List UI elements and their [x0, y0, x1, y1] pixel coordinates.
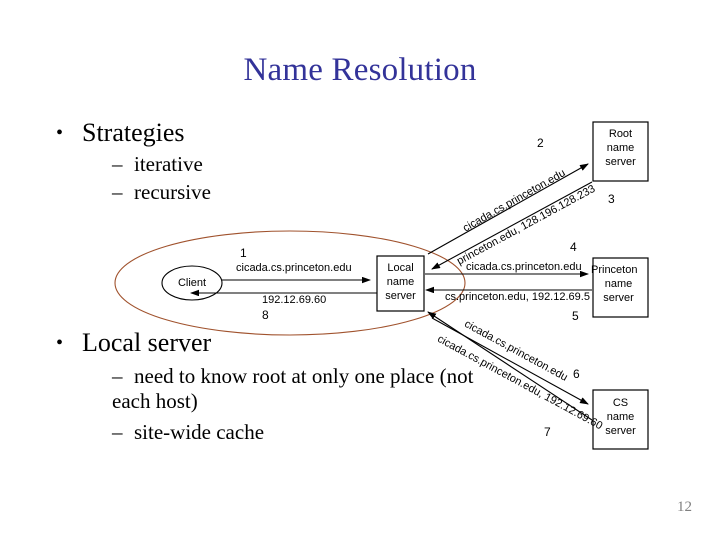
step-number-2: 2 [537, 136, 544, 150]
arrow-step-3 [431, 181, 593, 270]
arrow-step-7 [427, 311, 593, 421]
root-name-server-line3: server [605, 156, 636, 168]
bullet-site-cache: –site-wide cache [112, 420, 264, 445]
bullet-dot-icon: • [56, 122, 64, 144]
bullet-local-server-label: Local server [82, 328, 212, 357]
arrow-step-6 [431, 317, 589, 405]
message-label-5: cs.princeton.edu, 192.12.69.5 [445, 291, 590, 303]
princeton-name-server-box [592, 257, 649, 318]
root-name-server-line2: name [606, 142, 635, 154]
bullet-need-root-label: need to know root at only one place (not… [112, 364, 474, 413]
dash-icon: – [112, 364, 123, 388]
client-node-label: Client [177, 277, 207, 289]
dash-icon: – [112, 420, 123, 444]
message-label-8: 192.12.69.60 [262, 294, 327, 306]
local-name-server-box [376, 255, 425, 312]
cs-name-server-line2: name [606, 411, 635, 423]
bullet-site-cache-label: site-wide cache [134, 420, 265, 444]
root-name-server-label: Root name server [593, 127, 648, 169]
bullet-recursive-label: recursive [134, 180, 211, 204]
root-name-server-box [592, 121, 649, 182]
cs-name-server-line1: CS [612, 397, 629, 409]
arrow-step-2 [427, 163, 589, 255]
bullet-local-server: • Local server [56, 328, 211, 358]
step-number-1: 1 [240, 246, 247, 260]
message-label-1: cicada.cs.princeton.edu [236, 262, 352, 274]
root-name-server-line1: Root [608, 128, 633, 140]
bullet-need-root: –need to know root at only one place (no… [112, 364, 482, 414]
bullet-strategies-label: Strategies [82, 118, 185, 147]
step-number-5: 5 [572, 309, 579, 323]
step-number-6: 6 [573, 367, 580, 381]
bullet-strategies: • Strategies [56, 118, 185, 148]
bullet-iterative-label: iterative [134, 152, 203, 176]
princeton-name-server-line1: Princeton [591, 264, 638, 276]
princeton-name-server-line2: name [604, 278, 633, 290]
dash-icon: – [112, 180, 123, 204]
step-number-3: 3 [608, 192, 615, 206]
local-domain-ellipse [114, 230, 466, 336]
message-label-4: cicada.cs.princeton.edu [466, 261, 582, 273]
step-number-7: 7 [544, 425, 551, 439]
dash-icon: – [112, 152, 123, 176]
bullet-iterative: –iterative [112, 152, 203, 177]
step-number-8: 8 [262, 308, 269, 322]
client-node-shape [161, 265, 223, 301]
bullet-dot-icon: • [56, 332, 64, 354]
cs-name-server-label: CS name server [593, 396, 648, 438]
local-name-server-line3: server [385, 290, 416, 302]
local-name-server-label: Local name server [377, 261, 424, 303]
bullet-recursive: –recursive [112, 180, 211, 205]
step-number-4: 4 [570, 240, 577, 254]
local-name-server-line2: name [386, 276, 415, 288]
local-name-server-line1: Local [387, 262, 414, 274]
cs-name-server-line3: server [605, 425, 636, 437]
princeton-name-server-line3: server [603, 292, 634, 304]
princeton-name-server-label: Princeton name server [591, 263, 651, 305]
page-title: Name Resolution [243, 52, 477, 88]
page-number: 12 [677, 499, 692, 515]
cs-name-server-box [592, 389, 649, 450]
